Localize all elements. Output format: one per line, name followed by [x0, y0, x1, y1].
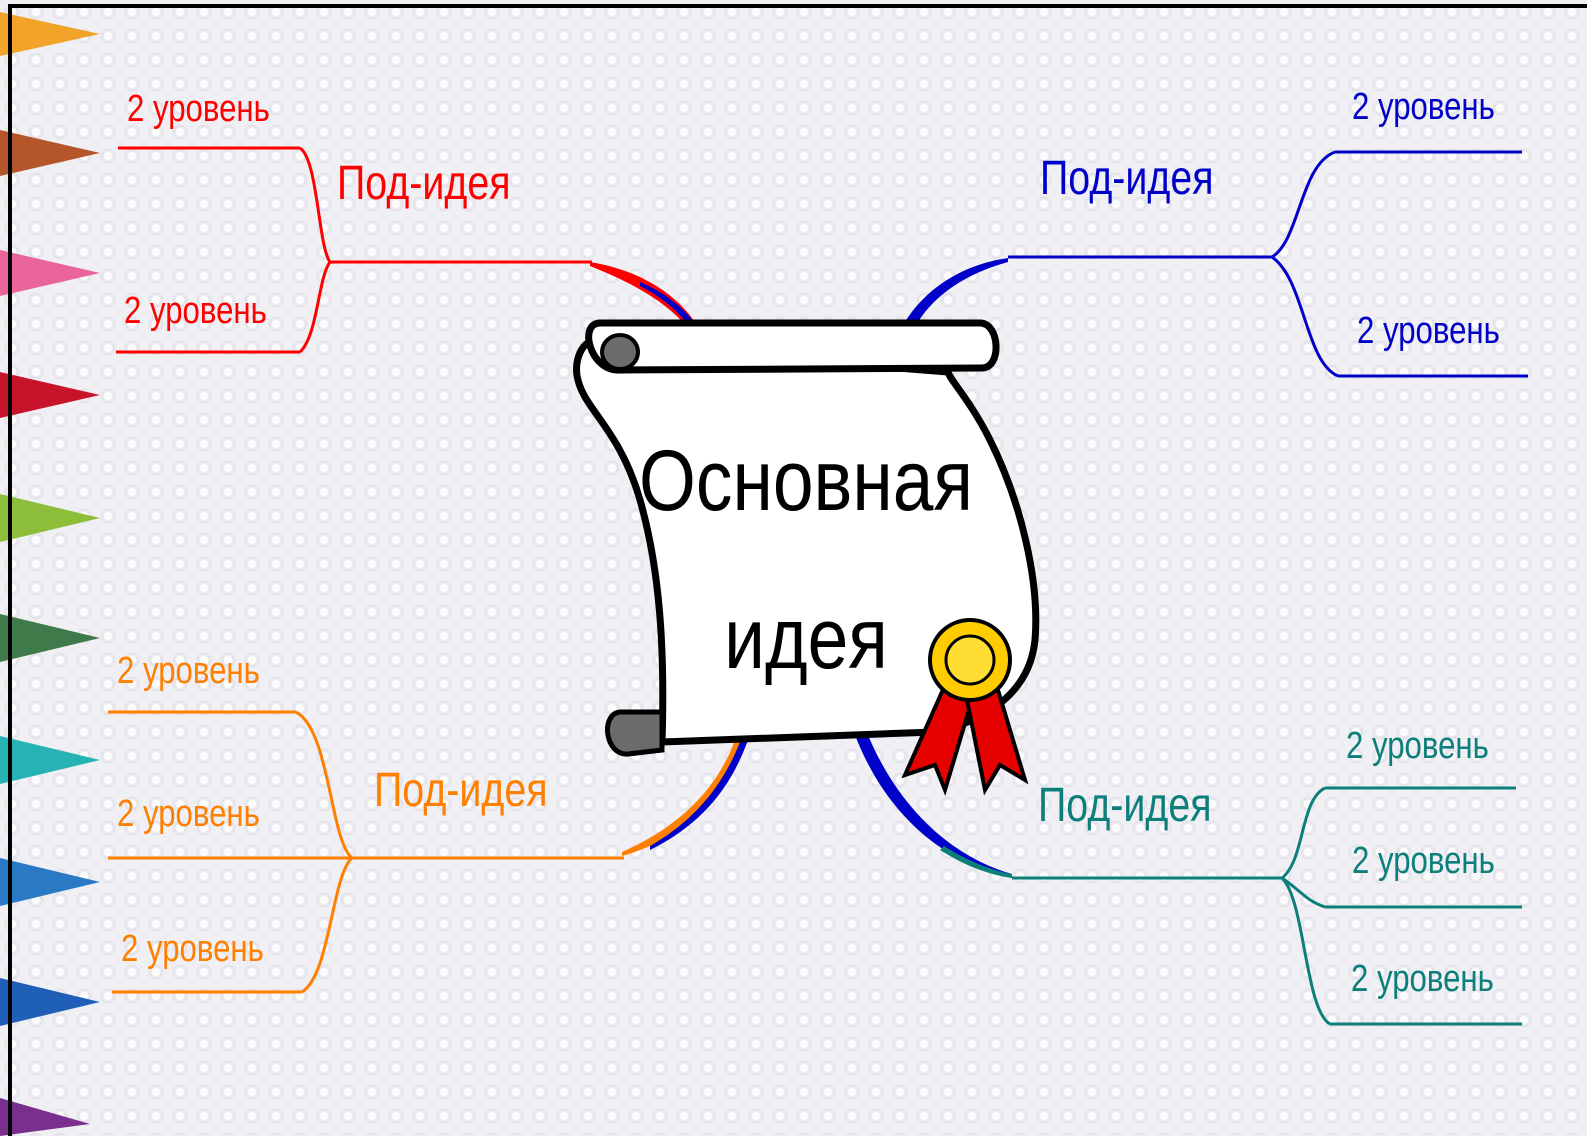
level2-top-left-1: 2 уровень	[127, 88, 270, 130]
subidea-top-right: Под-идея	[1040, 152, 1214, 205]
seal-ribbon-icon	[901, 618, 1029, 797]
pencil-icon	[0, 978, 100, 1026]
pencil-decorations	[0, 12, 100, 1136]
branch-top-left-lines	[116, 146, 592, 354]
level2-bottom-left-3: 2 уровень	[121, 928, 264, 970]
connector-top-right	[905, 258, 1008, 322]
level2-top-left-2: 2 уровень	[124, 290, 267, 332]
branch-bottom-right-lines	[1012, 786, 1522, 1026]
pencil-icon	[0, 494, 100, 542]
level2-top-right-2: 2 уровень	[1357, 310, 1500, 352]
level2-bottom-right-2: 2 уровень	[1352, 840, 1495, 882]
pencil-icon	[0, 250, 100, 296]
subidea-bottom-right: Под-идея	[1038, 779, 1212, 832]
connector-bottom-left-shadow	[650, 740, 748, 850]
central-idea-line2: идея	[724, 591, 888, 687]
level2-top-right-1: 2 уровень	[1352, 86, 1495, 128]
pencil-icon	[0, 12, 100, 56]
pencil-icon	[0, 736, 100, 784]
level2-bottom-right-3: 2 уровень	[1351, 958, 1494, 1000]
slide-frame	[8, 4, 1587, 1136]
level2-bottom-left-2: 2 уровень	[117, 793, 260, 835]
level2-bottom-left-1: 2 уровень	[117, 650, 260, 692]
pencil-icon	[0, 858, 100, 906]
pencil-icon	[0, 1098, 90, 1136]
subidea-top-left: Под-идея	[337, 157, 511, 210]
central-idea-line1: Основная	[639, 433, 973, 529]
connector-top-left-shadow	[640, 282, 700, 330]
branch-top-right-lines	[1008, 150, 1528, 378]
pencil-icon	[0, 130, 100, 176]
pencil-icon	[0, 372, 100, 418]
branch-bottom-left-lines	[108, 710, 624, 994]
connector-bottom-left	[622, 740, 748, 856]
level2-bottom-right-1: 2 уровень	[1346, 725, 1489, 767]
connector-bottom-right-teal	[940, 846, 1012, 878]
connector-bottom-right	[855, 735, 1012, 878]
pencil-icon	[0, 614, 100, 662]
subidea-bottom-left: Под-идея	[374, 764, 548, 817]
